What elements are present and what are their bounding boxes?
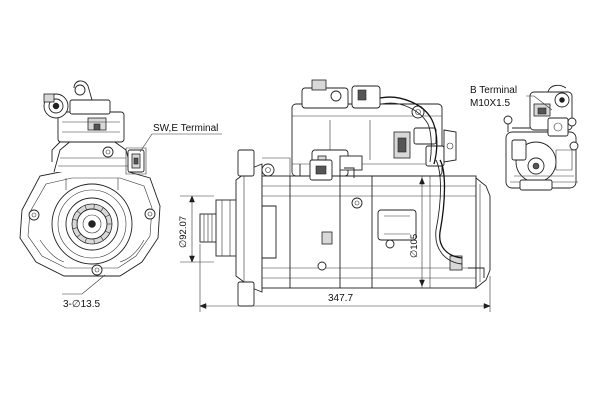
dia-92-label: ∅92.07 — [178, 216, 189, 248]
gear-tooth — [105, 230, 110, 234]
gear-tooth — [72, 227, 78, 230]
drive-housing — [235, 163, 263, 293]
b-terminal-thread-label: M10X1.5 — [470, 98, 510, 109]
rear-end-cap — [475, 177, 491, 289]
solenoid-cluster-front — [43, 80, 125, 162]
dimension-diameter-92: ∅92.07 — [178, 195, 214, 263]
gear-tooth — [76, 233, 81, 238]
gear-tooth — [93, 238, 95, 244]
b-terminal-label: B Terminal — [470, 85, 517, 96]
pinion-nose — [199, 199, 239, 257]
sw-e-terminal-callout: SW,E Terminal — [139, 123, 222, 153]
side-view — [199, 79, 491, 307]
front-end-view — [19, 80, 161, 277]
wiring-harness — [379, 96, 438, 165]
pinion-gear — [71, 203, 113, 245]
bolt-holes-callout: 3-∅13.5 — [62, 274, 106, 310]
gear-tooth — [100, 236, 104, 241]
gear-tooth — [72, 218, 78, 221]
solenoid — [291, 79, 445, 177]
gear-tooth — [105, 214, 110, 218]
dia-105-label: ∅105 — [409, 234, 420, 258]
length-label: 347.7 — [328, 293, 353, 304]
gear-tooth — [76, 210, 81, 215]
gear-tooth — [100, 207, 104, 212]
gear-tooth — [93, 204, 95, 210]
bolt-hole-right — [144, 208, 156, 220]
sw-e-terminal-label: SW,E Terminal — [153, 123, 218, 134]
dimension-diameter-105: ∅105 — [409, 176, 425, 288]
bolt-holes-label: 3-∅13.5 — [63, 299, 101, 310]
gear-tooth — [84, 237, 87, 243]
b-terminal-callout: B Terminal M10X1.5 — [470, 85, 553, 111]
cable-wrap — [439, 159, 463, 259]
bolt-hole-left — [28, 209, 40, 221]
gear-tooth — [84, 205, 87, 211]
rear-end-view — [503, 84, 579, 191]
bolt-hole-bottom — [91, 264, 103, 276]
sw-e-terminal-connector — [125, 147, 147, 175]
dimension-length: 347.7 — [199, 244, 491, 312]
